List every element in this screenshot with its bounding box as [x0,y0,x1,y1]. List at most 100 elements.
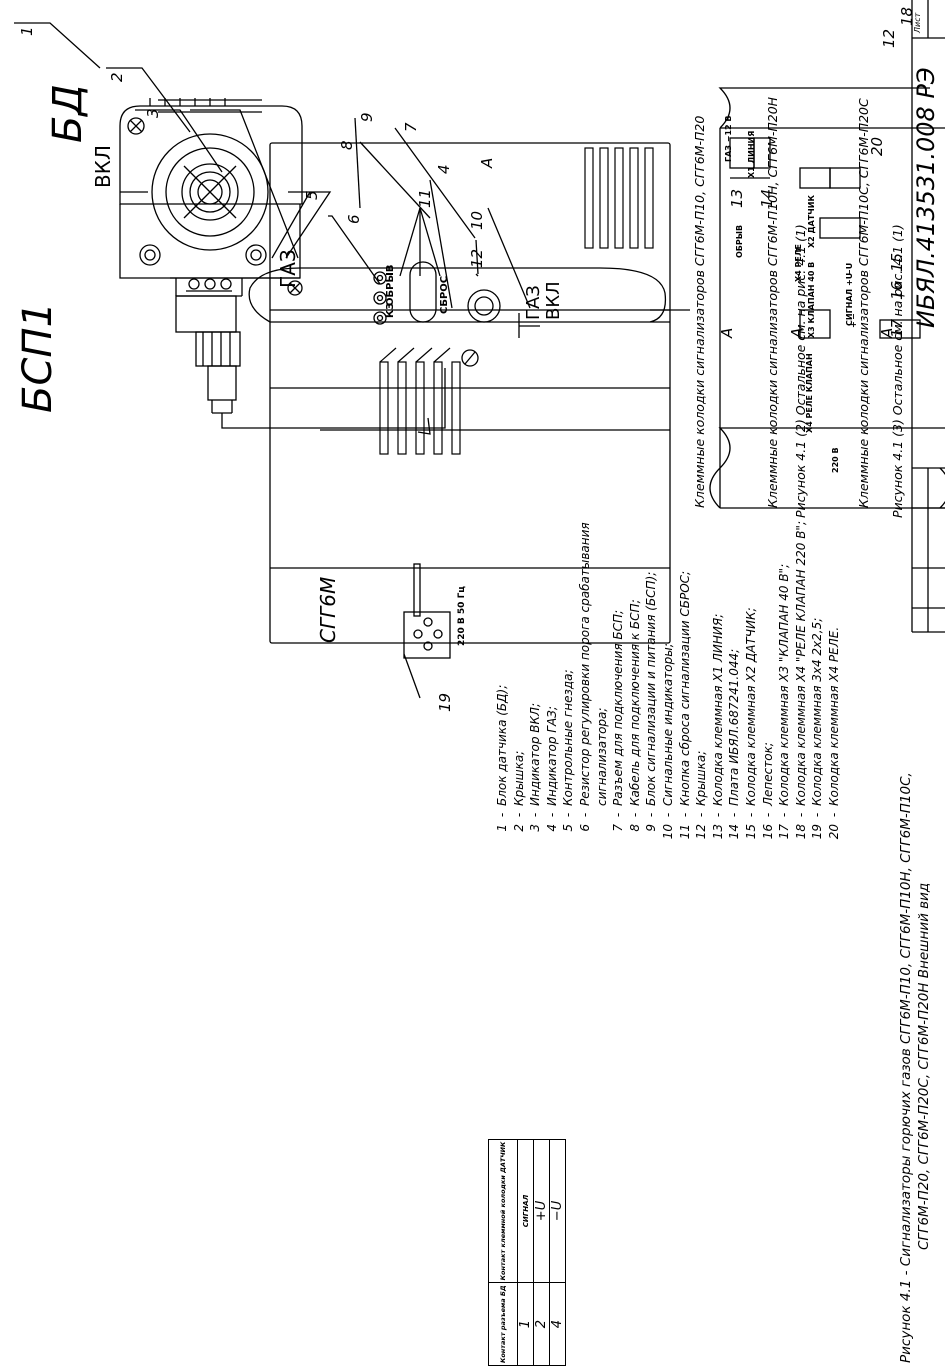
legend-item: 10-Сигнальные индикаторы; [661,521,678,848]
legend-item-text: Кнопка сброса сигнализации СБРОС; [677,570,692,806]
callout-2: 2 [108,72,126,82]
legend-item: 5-Контрольные гнезда; [561,521,578,848]
legend-item-number: 3 [528,824,543,832]
legend-item-number: 5 [561,824,576,832]
legend-item-number: 6 [577,824,592,832]
legend-item: 14 - Плата ИБЯЛ.687241.044; [727,521,744,848]
legend-item-dash: - [511,812,526,818]
legend-item-text: Крышка; [694,750,709,806]
legend-item-number: 10 [660,824,675,840]
sensor-block-label: БД [45,84,91,143]
sheet-label: Лист [913,12,922,33]
terminal-view-1-title: Клеммные колодки сигнализаторов СГГ6М-П1… [692,115,707,508]
figure-note-2: Рисунок 4.1 (2) Остальное см. на рис. 4.… [793,224,808,518]
callout-4: 4 [435,164,453,174]
legend-item: 18-Колодка клеммная Х4 "РЕЛЕ КЛАПАН 220 … [794,521,811,848]
legend-item: 17-Колодка клеммная Х3 "КЛАПАН 40 В"; [777,521,794,848]
vkl-label-bsp: ВКЛ [543,281,564,320]
legend-item-number: 2 [511,824,526,832]
plus-label: + [849,321,858,328]
vkl-indicator-label: ВКЛ [91,145,115,188]
pin-table-cell: +U [533,1139,550,1283]
legend-item-dash: - [577,812,592,818]
callout-20: 20 [868,136,886,156]
legend-item-text: Индикатор ВКЛ; [528,702,543,806]
legend-item-number: 7 [611,824,626,832]
x1-label: Х1 ЛИНИЯ [747,130,756,178]
legend-item: 19 - Колодка клеммная 3х4 2х2,5; [810,521,827,848]
legend-item-text: Колодка клеммная 3х4 2х2,5; [810,617,825,806]
view-a-1: А [718,327,736,338]
legend-item-number [595,824,612,848]
legend-item-dash: - [810,812,825,818]
obryv-label: ОБРЫВ [385,264,396,306]
callout-6: 6 [345,214,363,224]
legend-item-dash: - [793,812,808,818]
legend-item-text: Плата ИБЯЛ.687241.044; [727,648,742,806]
legend-item: 20-Колодка клеммная Х4 РЕЛЕ. [827,521,844,848]
pin-table-cell: СИГНАЛ [517,1139,534,1283]
pin-table-cell: 1 [517,1282,534,1366]
legend-item-text: Крышка; [511,750,526,806]
gaz-label-bsp: ГАЗ [523,285,544,320]
legend-item-text: Разъем для подключения БСП; [611,609,626,806]
x3-label: Х3 КЛАПАН 40 В [807,261,816,338]
pin-table-cell: −U [549,1139,566,1283]
gaz-12v-label: ГАЗ −12 В [724,115,733,162]
legend-item-dash: - [727,812,742,818]
legend-item-dash: - [694,812,709,818]
callout-1: 1 [18,26,36,36]
terminal-view-3-title: Клеммные колодки сигнализаторов СГГ6М-П1… [856,98,871,508]
legend-item-text: Блок датчика (БД); [495,684,509,806]
legend-item: 1 - Блок датчика (БД); [495,521,512,848]
legend-item-number: 8 [627,824,642,832]
callout-8: 8 [338,140,356,150]
legend-item-dash: - [710,812,725,818]
callout-19: 19 [436,692,454,712]
legend-item-text: Блок сигнализации и питания (БСП); [644,571,659,806]
sbros-label: СБРОС [439,275,450,314]
callout-3: 3 [144,108,162,118]
legend-item-number: 4 [544,824,559,832]
legend-item: 13-Колодка клеммная Х1 ЛИНИЯ; [711,521,728,848]
legend-item: сигнализатора; [595,521,612,848]
pin-table-cell: 2 [533,1282,550,1366]
legend-item-dash: - [528,812,543,818]
sensor-block-drawing [119,98,446,435]
legend-item-number: 16 [760,824,775,840]
document-code: ИБЯЛ.413531.008 РЭ [912,67,940,328]
legend-item-dash: - [611,812,626,818]
legend-item-dash: - [495,812,509,818]
legend-item-number: 14 [727,824,742,840]
legend-item: 8-Кабель для подключения к БСП; [628,521,645,848]
legend-item-number: 19 [810,824,825,840]
legend-item: 7 - Разъем для подключения БСП; [611,521,628,848]
callout-12-terminal: 12 [880,28,898,48]
legend-item: 3 - Индикатор ВКЛ; [528,521,545,848]
x2-label: Х2 ДАТЧИК [807,195,816,248]
callout-14: 14 [758,188,776,208]
pin-table-header-2: Контакт клеммной колодки ДАТЧИК [488,1139,518,1283]
legend-item: 15-Колодка клеммная Х2 ДАТЧИК; [744,521,761,848]
bsp-block-label: БСП1 [15,302,61,413]
legend-item: 9-Блок сигнализации и питания (БСП); [644,521,661,848]
legend-item-text: Индикатор ГАЗ; [544,706,559,806]
legend-item-dash: - [544,812,559,818]
legend-item-number: 15 [743,824,758,840]
callout-a: А [478,157,496,168]
legend-item-dash: - [677,812,692,818]
obryv-terminal-label: ОБРЫВ [735,224,744,258]
legend-item-number: 18 [793,824,808,840]
pin-table-header-1: Контакт разъема БД [488,1282,518,1366]
callout-11: 11 [416,188,434,208]
legend-item-dash: - [826,812,841,818]
legend-item-dash: - [760,812,775,818]
legend-item-dash: - [660,812,675,818]
v220-label: 220 В [831,447,840,473]
legend-item-number: 20 [826,824,841,840]
legend-item-text: Контрольные гнезда; [561,669,576,806]
legend-item: 4 - Индикатор ГАЗ; [545,521,562,848]
legend-item-number: 1 [495,824,509,832]
